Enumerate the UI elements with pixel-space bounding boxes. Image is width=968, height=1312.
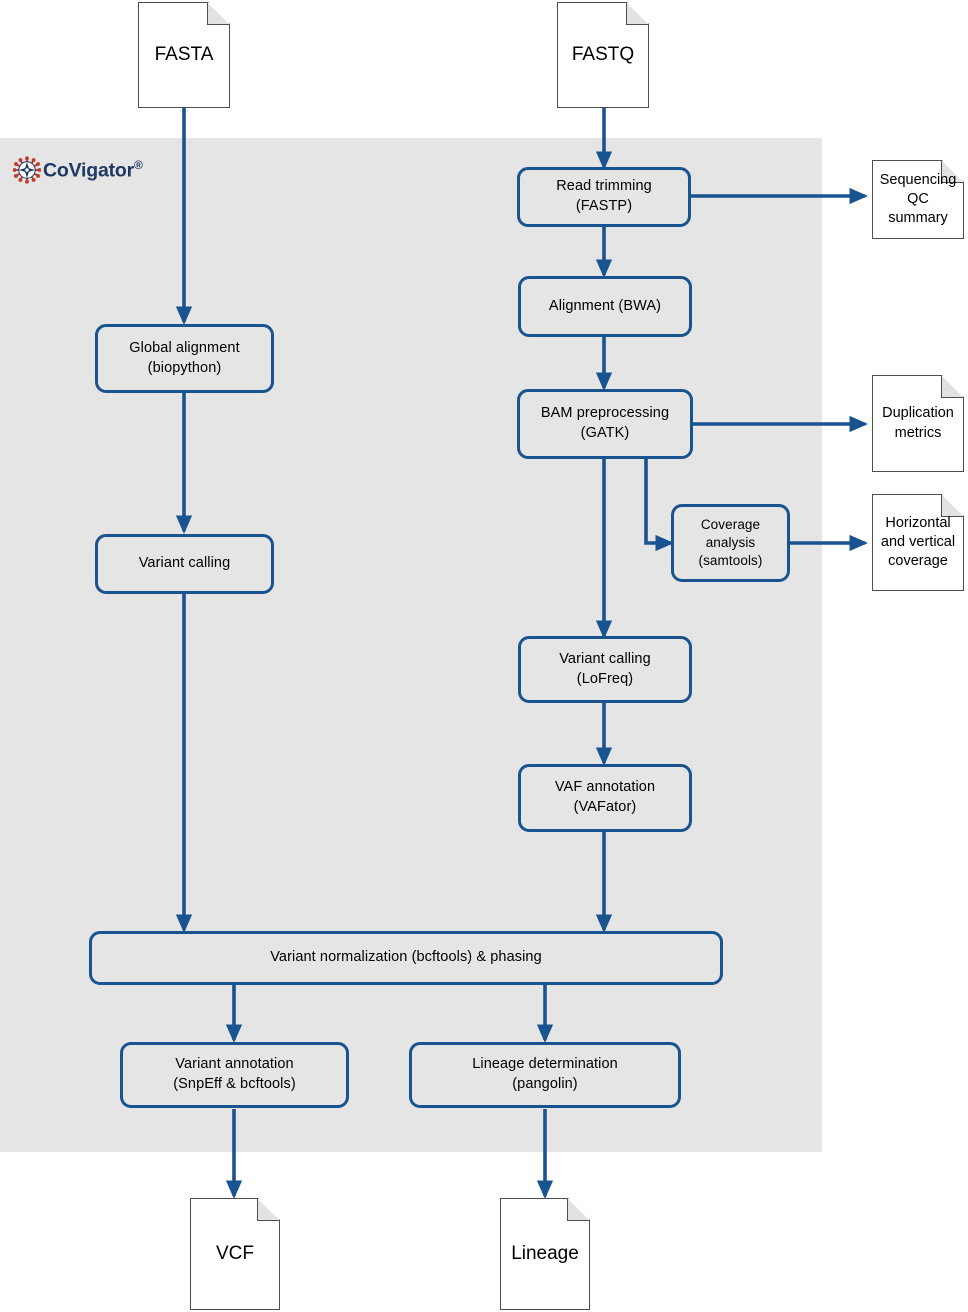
input-document-fastq: FASTQ [557, 2, 649, 108]
document-label: Lineage [511, 1243, 579, 1265]
output-document-lineage: Lineage [500, 1198, 590, 1310]
node-line-1: Global alignment [129, 339, 240, 356]
node-line-1: Read trimming [556, 178, 652, 195]
report-document-duplication-metrics: Duplication metrics [872, 375, 964, 472]
input-document-fasta: FASTA [138, 2, 230, 108]
document-line-2: QC [907, 190, 929, 207]
process-variant-annotation[interactable]: Variant annotation (SnpEff & bcftools) [120, 1042, 349, 1108]
node-line-2: (FASTP) [575, 198, 633, 214]
node-line-1: Variant normalization (bcftools) & phasi… [270, 949, 542, 966]
process-alignment[interactable]: Alignment (BWA) [518, 276, 692, 337]
process-variant-calling-assembly[interactable]: Variant calling [95, 534, 274, 594]
node-line-1: Variant calling [559, 650, 651, 667]
node-line-2: (LoFreq) [576, 670, 634, 687]
node-line-1: VAF annotation [554, 779, 656, 796]
node-line-1: Lineage determination [472, 1056, 618, 1073]
node-line-1: BAM preprocessing [540, 405, 670, 422]
process-coverage-analysis[interactable]: Coverage analysis (samtools) [671, 504, 790, 582]
document-line-3: coverage [888, 553, 948, 570]
node-line-1: Variant annotation [175, 1056, 294, 1073]
node-line-2: (biopython) [147, 359, 222, 376]
process-vaf-annotation[interactable]: VAF annotation (VAFator) [518, 764, 692, 832]
node-line-1: Alignment (BWA) [548, 297, 662, 314]
report-document-coverage: Horizontal and vertical coverage [872, 494, 964, 591]
document-line-3: summary [888, 210, 948, 227]
process-lineage-determination[interactable]: Lineage determination (pangolin) [409, 1042, 681, 1108]
document-page [872, 160, 964, 239]
document-line-1: Sequencing [879, 171, 957, 188]
process-variant-normalization[interactable]: Variant normalization (bcftools) & phasi… [89, 931, 723, 985]
process-bam-preprocessing[interactable]: BAM preprocessing (GATK) [517, 389, 693, 459]
virus-compass-icon [13, 156, 41, 184]
node-line-2: (pangolin) [512, 1076, 578, 1092]
covigator-brand: CoVigator® [13, 156, 143, 184]
process-read-trimming[interactable]: Read trimming (FASTP) [517, 167, 691, 227]
node-line-2: (GATK) [580, 425, 630, 441]
node-line-2: (VAFator) [573, 799, 637, 815]
document-line-2: and vertical [880, 533, 956, 550]
output-document-vcf: VCF [190, 1198, 280, 1310]
node-line-1: Coverage [700, 516, 761, 532]
node-line-2: analysis [705, 534, 756, 550]
document-line-1: Horizontal [885, 514, 951, 531]
node-line-1: Variant calling [138, 555, 231, 572]
process-global-alignment[interactable]: Global alignment (biopython) [95, 324, 274, 393]
node-line-2: (SnpEff & bcftools) [173, 1076, 296, 1092]
process-variant-calling-lofreq[interactable]: Variant calling (LoFreq) [518, 636, 692, 703]
report-document-sequencing-qc: Sequencing QC summary [872, 160, 964, 239]
document-label: FASTA [154, 44, 214, 66]
document-label: FASTQ [571, 44, 635, 66]
document-label: VCF [216, 1243, 254, 1265]
document-line-2: metrics [894, 424, 942, 441]
covigator-pipeline-panel [0, 138, 822, 1152]
brand-name: CoVigator® [43, 157, 143, 182]
node-line-3: (samtools) [698, 553, 763, 569]
document-line-1: Duplication [882, 405, 954, 422]
registered-mark: ® [134, 157, 143, 172]
